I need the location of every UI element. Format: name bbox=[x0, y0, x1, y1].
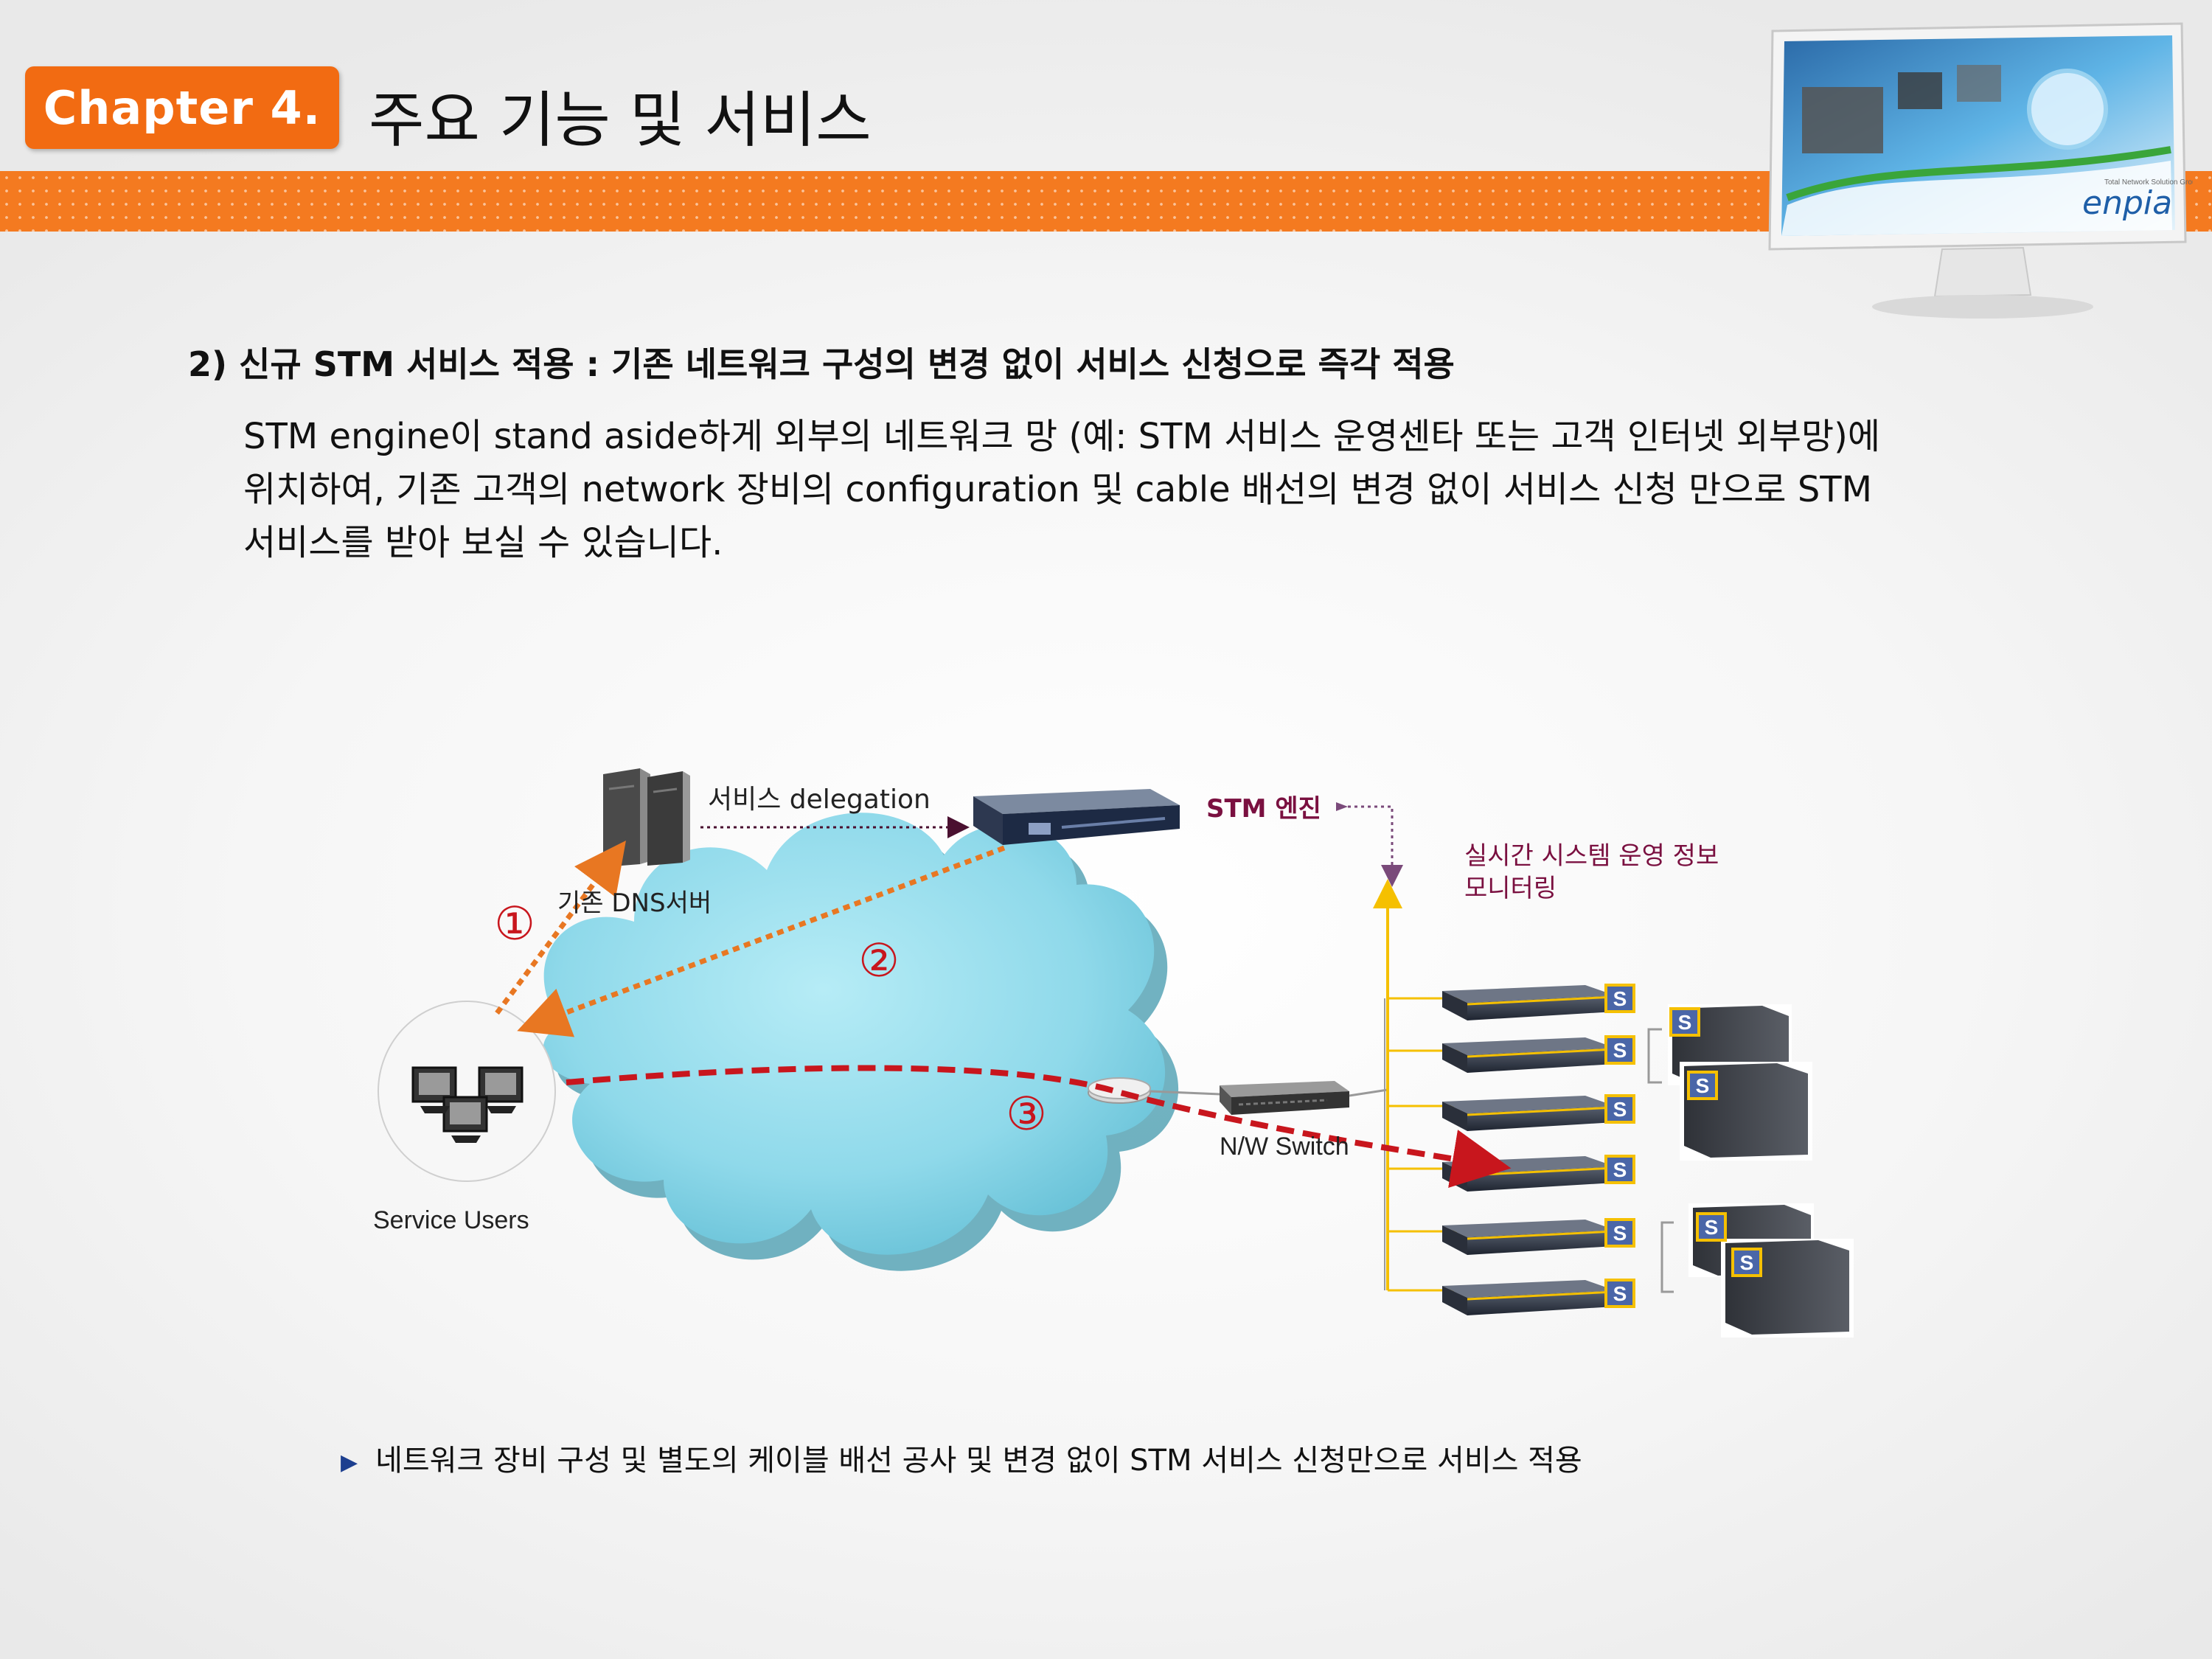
network-switch-icon bbox=[1220, 1081, 1349, 1115]
monitoring-label-line1: 실시간 시스템 운영 정보 bbox=[1464, 841, 1719, 871]
internet-cloud bbox=[543, 813, 1179, 1270]
svg-text:S: S bbox=[1613, 1098, 1627, 1121]
step3-marker: ③ bbox=[1006, 1087, 1047, 1141]
rack-server bbox=[1442, 1280, 1615, 1315]
bullet-triangle-icon: ▶ bbox=[341, 1450, 358, 1475]
svg-text:S: S bbox=[1696, 1074, 1710, 1097]
router-icon bbox=[1088, 1078, 1150, 1103]
footnote-text: 네트워크 장비 구성 및 별도의 케이블 배선 공사 및 변경 없이 STM 서… bbox=[375, 1444, 1582, 1478]
rack-server bbox=[1442, 985, 1615, 1020]
svg-text:S: S bbox=[1613, 987, 1627, 1010]
server-badge: S bbox=[1606, 1156, 1634, 1183]
rack-server bbox=[1442, 1037, 1615, 1073]
engine-monitor-arrow bbox=[1336, 802, 1392, 876]
svg-text:S: S bbox=[1705, 1216, 1719, 1239]
server-badge: S bbox=[1606, 1037, 1634, 1063]
stm-engine-device bbox=[973, 789, 1180, 845]
server-badge: S bbox=[1697, 1214, 1725, 1240]
server-badge: S bbox=[1606, 1096, 1634, 1122]
step1-marker: ① bbox=[494, 897, 535, 950]
svg-text:S: S bbox=[1678, 1011, 1692, 1034]
svg-text:S: S bbox=[1613, 1282, 1627, 1305]
rack-server bbox=[1442, 1096, 1615, 1131]
server-badge: S bbox=[1606, 1220, 1634, 1246]
server-badge: S bbox=[1733, 1249, 1761, 1276]
rack-server bbox=[1442, 1220, 1615, 1255]
server-badge: S bbox=[1688, 1072, 1717, 1099]
switch-label: N/W Switch bbox=[1220, 1133, 1349, 1161]
delegation-label: 서비스 delegation bbox=[708, 785, 931, 815]
monitoring-label-line2: 모니터링 bbox=[1464, 874, 1557, 903]
service-users bbox=[378, 1001, 555, 1181]
svg-text:S: S bbox=[1613, 1039, 1627, 1062]
server-badge: S bbox=[1606, 1280, 1634, 1307]
service-users-label: Service Users bbox=[373, 1206, 529, 1234]
step2-marker: ② bbox=[858, 933, 900, 987]
server-badge: S bbox=[1606, 985, 1634, 1012]
dns-server-label: 기존 DNS서버 bbox=[557, 888, 712, 918]
server-badge: S bbox=[1671, 1009, 1699, 1035]
svg-text:S: S bbox=[1740, 1251, 1754, 1274]
svg-text:S: S bbox=[1613, 1158, 1627, 1181]
dns-server-icon bbox=[603, 768, 690, 867]
svg-text:S: S bbox=[1613, 1222, 1627, 1245]
footnote: ▶ 네트워크 장비 구성 및 별도의 케이블 배선 공사 및 변경 없이 STM … bbox=[341, 1436, 1582, 1479]
stm-engine-label: STM 엔진 bbox=[1206, 794, 1321, 824]
